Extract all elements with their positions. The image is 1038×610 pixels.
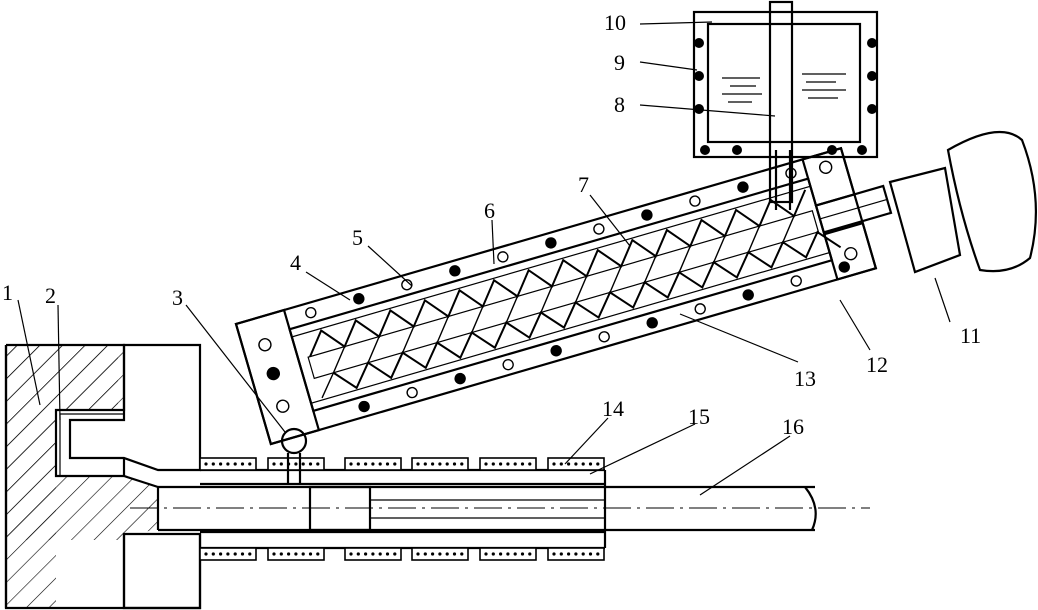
heater-band (547, 547, 605, 561)
heater-band (479, 457, 537, 471)
label-part-14: 14 (602, 396, 624, 421)
label-part-7: 7 (578, 172, 589, 197)
label-part-10: 10 (604, 10, 626, 35)
horizontal-barrel (130, 468, 870, 550)
label-part-13: 13 (794, 366, 816, 391)
drive-motor (888, 130, 1038, 274)
die-block (4, 343, 202, 610)
heater-bands (199, 457, 605, 561)
label-part-3: 3 (172, 285, 183, 310)
label-part-5: 5 (352, 225, 363, 250)
heating-channels (258, 160, 858, 413)
heater-band (479, 547, 537, 561)
heater-band (267, 547, 325, 561)
heater-band (199, 457, 257, 471)
screw-flights (309, 189, 842, 399)
heater-band (547, 457, 605, 471)
label-part-2: 2 (45, 283, 56, 308)
label-part-9: 9 (614, 50, 625, 75)
hopper-tank (692, 0, 879, 210)
heater-band (411, 457, 469, 471)
heater-band (344, 457, 402, 471)
heater-band (267, 457, 325, 471)
label-part-11: 11 (960, 323, 981, 348)
part-labels: 1 2 3 4 5 6 7 8 9 10 11 12 13 14 15 16 (2, 10, 981, 439)
label-part-6: 6 (484, 198, 495, 223)
label-part-16: 16 (782, 414, 804, 439)
label-part-12: 12 (866, 352, 888, 377)
heater-band (344, 547, 402, 561)
heater-band (411, 547, 469, 561)
label-part-15: 15 (688, 404, 710, 429)
label-part-4: 4 (290, 250, 301, 275)
label-part-1: 1 (2, 280, 13, 305)
inclined-extruder (234, 146, 893, 446)
leader-lines (17, 21, 951, 496)
pressure-sensor (280, 427, 308, 484)
heater-band (199, 547, 257, 561)
label-part-8: 8 (614, 92, 625, 117)
